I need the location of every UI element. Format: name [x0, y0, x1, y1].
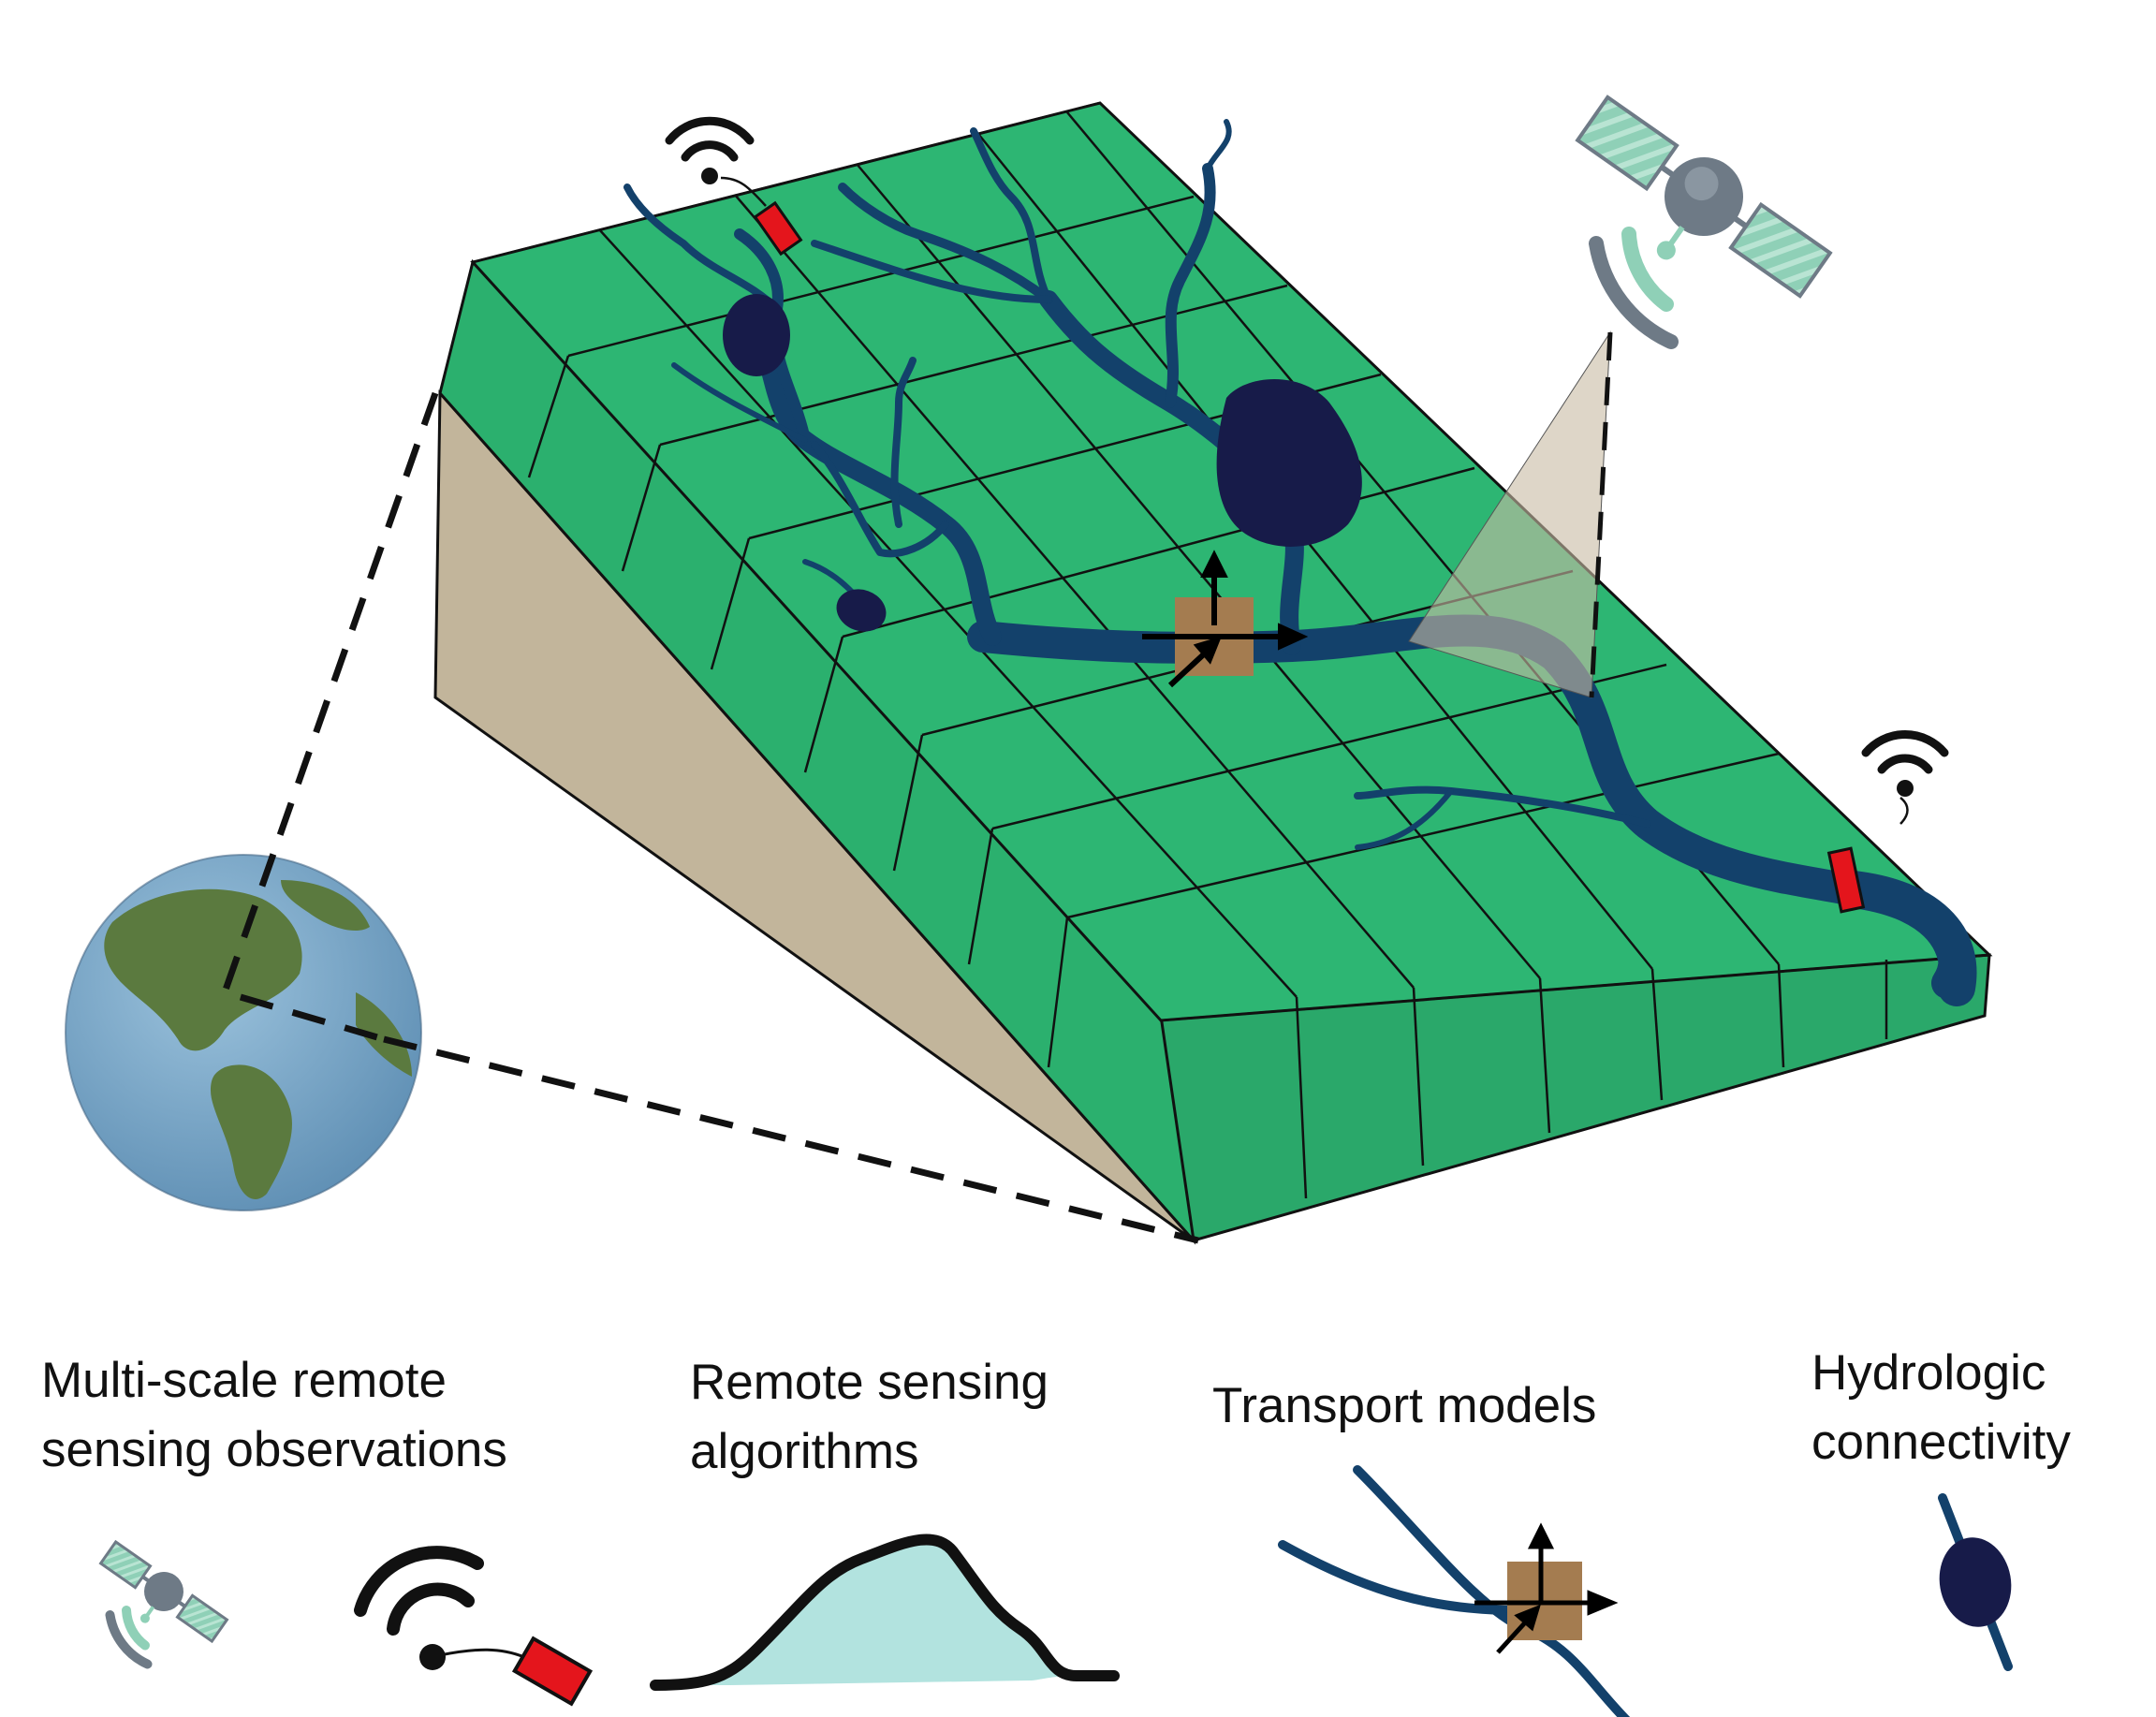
river-lower-tail	[1835, 871, 1977, 1006]
legend-ground-sensor-icon	[354, 1546, 594, 1707]
small-lake	[836, 589, 887, 632]
tributary-upper	[970, 127, 1052, 303]
label-algorithms: Remote sensing algorithms	[690, 1348, 1049, 1487]
tributary-sensor	[811, 240, 1052, 303]
label-connectivity-line1: Hydrologic	[1811, 1345, 2046, 1401]
tributary-southwest-branch	[1355, 788, 1454, 850]
label-algorithms-line1: Remote sensing	[690, 1355, 1049, 1410]
map-sensor-bottom	[1826, 730, 1949, 914]
legend-satellite-icon	[98, 1539, 229, 1669]
zoom-connector	[220, 391, 1199, 1244]
earth-globe-icon	[65, 854, 422, 1211]
tributary-middle	[890, 357, 917, 528]
tributary-far-left	[623, 183, 781, 313]
tributary-northeast	[1165, 163, 1216, 408]
legend-spectral-curve-icon	[650, 1534, 1120, 1691]
legend-water-body-icon	[1938, 1493, 2013, 1671]
tributary-small-lake	[811, 441, 949, 558]
satellite-footprint	[1408, 330, 1613, 698]
tributary-west	[740, 309, 1002, 646]
tributary-east-upper	[1205, 119, 1232, 171]
large-lake	[1216, 379, 1362, 547]
label-observations-line2: sensing observations	[41, 1422, 507, 1477]
label-observations: Multi-scale remote sensing observations	[41, 1346, 507, 1485]
tributary-southwest	[1354, 785, 1651, 828]
transport-cell-map	[1142, 550, 1309, 688]
tributary-small-left	[671, 362, 808, 443]
label-algorithms-line2: algorithms	[690, 1424, 919, 1479]
upper-lake	[723, 294, 790, 376]
legend-transport-cell-icon	[1278, 1465, 1631, 1717]
label-connectivity-line2: connectivity	[1811, 1415, 2071, 1470]
water-bodies	[723, 294, 1362, 632]
label-connectivity: Hydrologic connectivity	[1811, 1339, 2071, 1477]
label-transport: Transport models	[1212, 1372, 1596, 1441]
label-transport-line1: Transport models	[1212, 1378, 1597, 1433]
tributary-north-branch	[838, 183, 1053, 304]
satellite-icon	[1575, 95, 1833, 349]
label-observations-line1: Multi-scale remote	[41, 1353, 447, 1408]
map-sensor-top	[665, 116, 803, 257]
